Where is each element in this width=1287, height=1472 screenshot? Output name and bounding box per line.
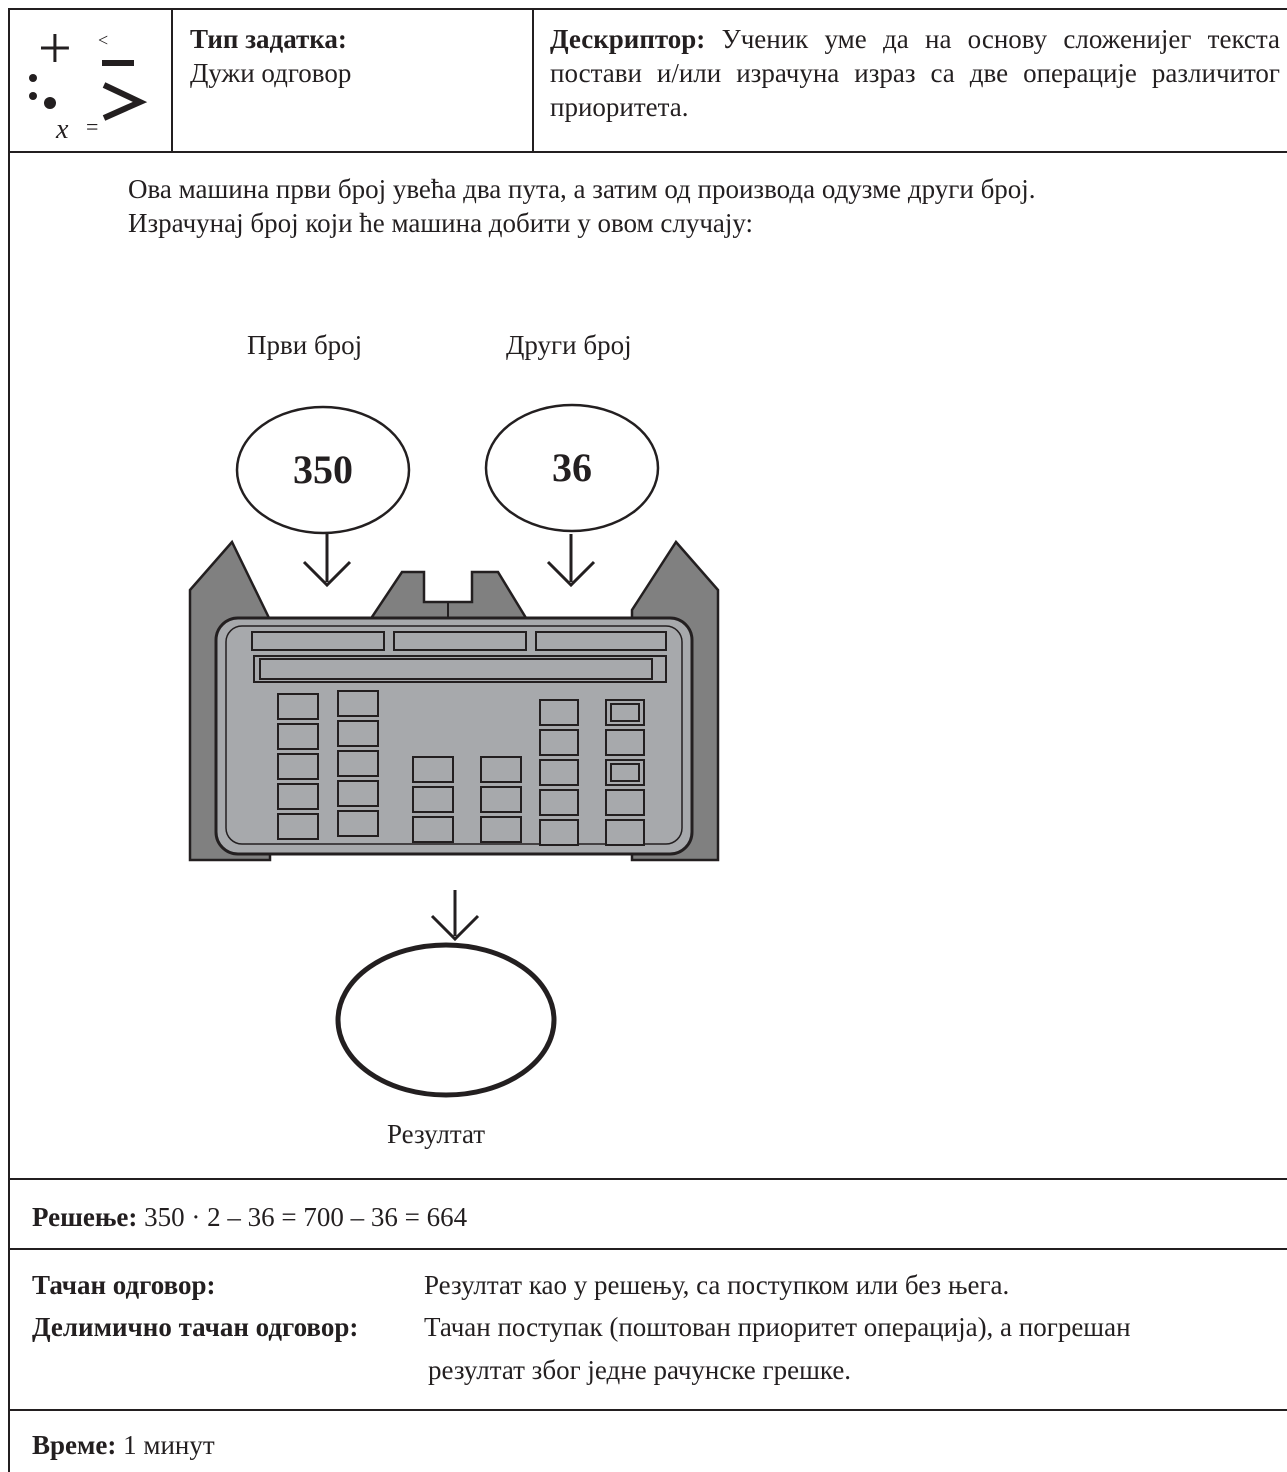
header-col-divider-2 xyxy=(532,8,534,153)
task-statement: Ова машина први број увећа два пута, а з… xyxy=(128,172,1036,240)
math-operations-icon: + < x = xyxy=(10,10,172,151)
descriptor-label: Дескриптор: xyxy=(550,24,706,54)
partial-answer-text-2: резултат због једне рачунске грешке. xyxy=(428,1355,852,1385)
result-label: Резултат xyxy=(387,1119,486,1149)
first-number-value: 350 xyxy=(293,447,353,492)
task-line-1: Ова машина први број увећа два пута, а з… xyxy=(128,174,1036,204)
time-value: 1 минут xyxy=(123,1430,215,1460)
second-number-label: Други број xyxy=(506,330,632,360)
x-equals-glyph: x xyxy=(55,114,69,145)
input-arrow-icon xyxy=(302,534,352,588)
first-number-oval xyxy=(235,405,411,535)
correct-answer-label: Тачан одговор: xyxy=(32,1270,216,1300)
minus-glyph xyxy=(102,60,134,66)
output-arrow-icon xyxy=(430,890,480,942)
first-number-label: Први број xyxy=(247,330,363,360)
correct-answer-text: Резултат као у решењу, са поступком или … xyxy=(424,1270,1010,1300)
machine-display xyxy=(251,631,667,683)
second-number-oval xyxy=(484,403,660,533)
calculator-machine-diagram: 350 36 xyxy=(180,320,740,1145)
greater-than-glyph xyxy=(102,82,148,121)
less-than-glyph: < xyxy=(98,30,108,50)
dot-icon xyxy=(29,74,37,82)
dot-icon xyxy=(29,92,37,100)
solution-expression: 350 · 2 – 36 = 700 – 36 = 664 xyxy=(144,1202,468,1232)
task-card xyxy=(8,8,1287,1472)
partial-answer-text-1: Тачан поступак (поштован приоритет опера… xyxy=(424,1312,1131,1342)
descriptor: Дескриптор: Ученик уме да на основу слож… xyxy=(550,22,1280,124)
solution-row: Решење: 350 · 2 – 36 = 700 – 36 = 664 xyxy=(32,1200,467,1234)
time-divider xyxy=(8,1409,1287,1411)
time-label: Време: xyxy=(32,1430,117,1460)
plus-glyph: + xyxy=(38,15,72,81)
dot-icon xyxy=(44,97,56,109)
task-type-label: Тип задатка: xyxy=(190,24,347,54)
header-divider xyxy=(8,151,1287,153)
solution-divider xyxy=(8,1178,1287,1180)
input-arrow-icon xyxy=(546,534,596,588)
task-line-2: Израчунај број који ће машина добити у о… xyxy=(128,208,754,238)
machine-keypad xyxy=(277,690,645,846)
task-type-value: Дужи одговор xyxy=(190,58,352,88)
grading-divider xyxy=(8,1248,1287,1250)
time-row: Време: 1 минут xyxy=(32,1428,215,1462)
result-oval xyxy=(335,942,557,1098)
second-number-value: 36 xyxy=(552,445,592,490)
svg-text:=: = xyxy=(86,114,98,139)
descriptor-text: Ученик уме да на основу сложенијег текст… xyxy=(550,24,1280,122)
header-col-divider-1 xyxy=(171,8,173,153)
partial-answer-label: Делимично тачан одговор: xyxy=(32,1312,359,1342)
solution-label: Решење: xyxy=(32,1202,138,1232)
